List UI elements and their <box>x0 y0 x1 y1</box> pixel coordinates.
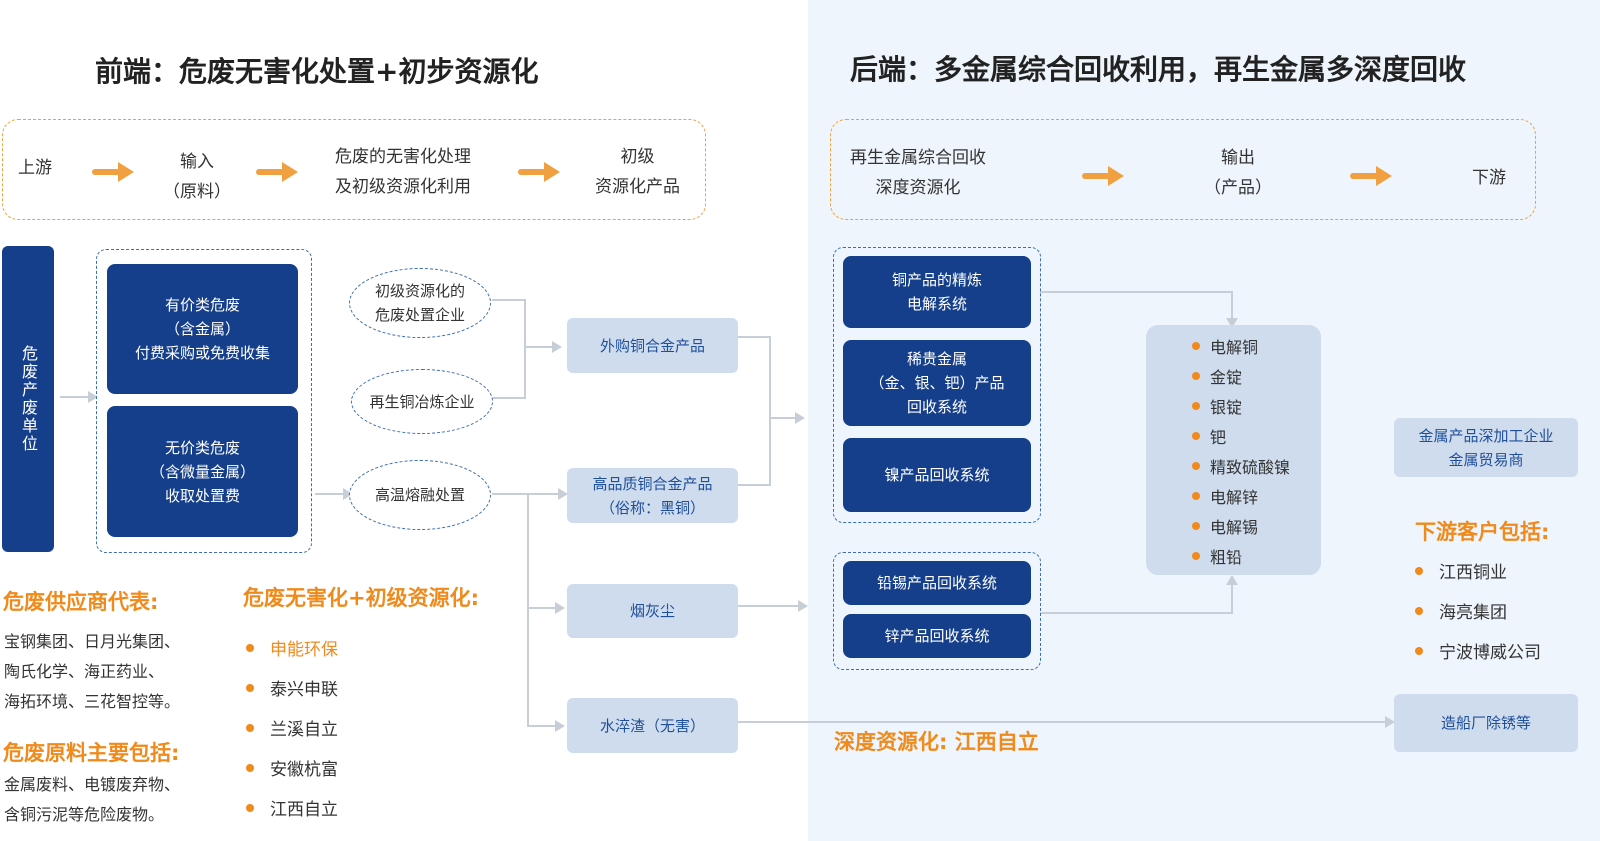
non-valuable-waste-box: 无价类危废 （含微量金属） 收取处置费 <box>107 406 298 537</box>
flow-step-upstream: 上游 <box>18 158 52 178</box>
bullet-dot-icon <box>246 803 254 812</box>
bullet-dot-icon <box>1192 432 1200 440</box>
flow-step-input: 输入 （原料） <box>163 152 231 202</box>
refining-systems-group <box>833 247 1041 523</box>
output-item: 钯 <box>1192 424 1226 448</box>
output-item: 电解锡 <box>1192 514 1258 538</box>
suppliers-line: 陶氏化学、海正药业、 <box>4 662 165 681</box>
flow-step-treatment: 危废的无害化处理 及初级资源化利用 <box>335 147 471 197</box>
bullet-dot-icon <box>246 723 254 732</box>
orange-arrow-icon <box>256 162 298 182</box>
materials-title: 危废原料主要包括: <box>3 741 180 765</box>
bullet-dot-icon <box>246 643 254 652</box>
front-end-title: 前端：危废无害化处置+初步资源化 <box>95 55 539 88</box>
bullet-dot-icon <box>1415 646 1423 655</box>
orange-arrow-icon <box>518 162 560 182</box>
valuable-waste-box: 有价类危废 （含金属） 付费采购或免费收集 <box>107 264 298 394</box>
output-item: 粗铅 <box>1192 544 1242 568</box>
harmless-company: 江西自立 <box>246 795 338 820</box>
customer-item: 海亮集团 <box>1415 598 1507 623</box>
copper-smelting-ellipse: 再生铜冶炼企业 <box>351 369 493 434</box>
harmless-company: 兰溪自立 <box>246 715 338 740</box>
output-item: 电解锌 <box>1192 484 1258 508</box>
downstream-customers-title: 下游客户包括: <box>1415 520 1550 544</box>
flow-step-output: 输出 （产品） <box>1204 148 1272 198</box>
output-item: 金锭 <box>1192 364 1242 388</box>
customer-item: 江西铜业 <box>1415 558 1507 583</box>
suppliers-title: 危废供应商代表: <box>3 590 159 614</box>
bullet-dot-icon <box>246 763 254 772</box>
front-flow-box <box>2 119 706 220</box>
bullet-dot-icon <box>1192 342 1200 350</box>
deep-resource-label: 深度资源化: 江西自立 <box>834 730 1039 754</box>
flow-step-recycling: 再生金属综合回收 深度资源化 <box>850 148 986 198</box>
zinc-system: 锌产品回收系统 <box>843 614 1031 658</box>
outsourced-copper-product: 外购铜合金产品 <box>567 318 738 373</box>
bullet-dot-icon <box>1415 566 1423 575</box>
materials-line: 含铜污泥等危险废物。 <box>4 805 165 824</box>
bullet-dot-icon <box>1192 492 1200 500</box>
suppliers-line: 海拓环境、三花智控等。 <box>4 692 181 711</box>
materials-line: 金属废料、电镀废弃物、 <box>4 775 181 794</box>
bullet-dot-icon <box>246 683 254 692</box>
suppliers-line: 宝钢集团、日月光集团、 <box>4 632 181 651</box>
hazardous-waste-group <box>96 249 312 553</box>
bullet-dot-icon <box>1192 462 1200 470</box>
shipyard-box: 造船厂除锈等 <box>1394 694 1578 752</box>
harmless-company: 安徽杭富 <box>246 755 338 780</box>
back-flow-box <box>830 119 1536 220</box>
orange-arrow-icon <box>1082 166 1124 186</box>
waste-producer-label: 危废产废单位 <box>19 345 38 453</box>
lead-zinc-systems-group <box>833 552 1041 670</box>
output-products-panel <box>1146 325 1321 575</box>
bullet-dot-icon <box>1192 522 1200 530</box>
black-copper-product: 高品质铜合金产品 （俗称：黑铜） <box>567 468 738 523</box>
harmless-company: 申能环保 <box>246 635 338 660</box>
dust-product: 烟灰尘 <box>567 584 738 638</box>
harmless-title: 危废无害化+初级资源化: <box>243 586 479 610</box>
back-end-title: 后端：多金属综合回收利用，再生金属多深度回收 <box>850 53 1467 86</box>
high-temp-melting-ellipse: 高温熔融处置 <box>349 460 491 530</box>
lead-tin-system: 铅锡产品回收系统 <box>843 561 1031 605</box>
flow-step-downstream: 下游 <box>1472 168 1506 188</box>
bullet-dot-icon <box>1192 402 1200 410</box>
bullet-dot-icon <box>1415 606 1423 615</box>
harmless-company: 泰兴申联 <box>246 675 338 700</box>
orange-arrow-icon <box>92 162 134 182</box>
waste-producer-bar: 危废产废单位 <box>2 246 54 552</box>
bullet-dot-icon <box>1192 372 1200 380</box>
slag-product: 水淬渣（无害） <box>567 698 738 753</box>
deep-processing-enterprise: 金属产品深加工企业 金属贸易商 <box>1394 418 1578 477</box>
output-item: 精致硫酸镍 <box>1192 454 1290 478</box>
precious-metal-system: 稀贵金属 （金、银、钯）产品 回收系统 <box>843 340 1031 426</box>
output-item: 电解铜 <box>1192 334 1258 358</box>
nickel-system: 镍产品回收系统 <box>843 438 1031 512</box>
bullet-dot-icon <box>1192 552 1200 560</box>
customer-item: 宁波博威公司 <box>1415 638 1541 663</box>
orange-arrow-icon <box>1350 166 1392 186</box>
flow-step-primary-product: 初级 资源化产品 <box>595 147 680 197</box>
copper-refining-system: 铜产品的精炼 电解系统 <box>843 256 1031 328</box>
primary-disposal-ellipse: 初级资源化的 危废处置企业 <box>349 268 491 338</box>
output-item: 银锭 <box>1192 394 1242 418</box>
